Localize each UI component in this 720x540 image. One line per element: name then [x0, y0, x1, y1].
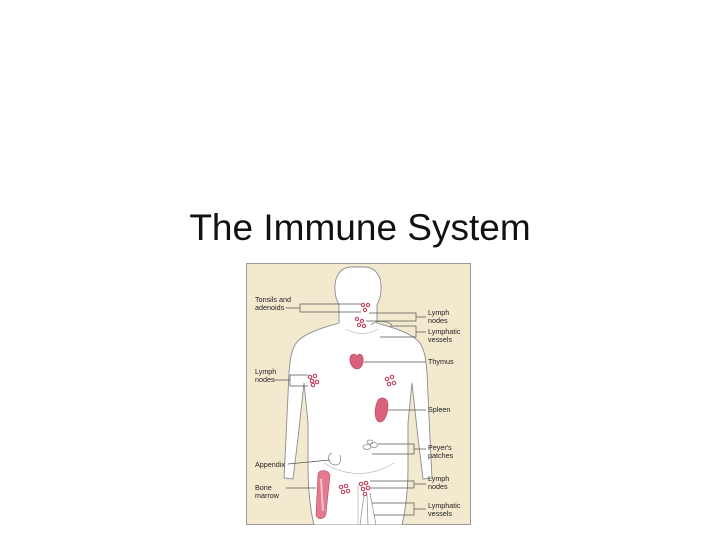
label-lymph-nodes-left-line2: nodes	[255, 375, 275, 384]
label-lymphatic-upper-line2: vessels	[428, 335, 452, 344]
tonsil-nodes	[360, 302, 371, 313]
label-lymph-nodes-upper-line2: nodes	[428, 316, 448, 325]
collarbone-line	[345, 328, 379, 334]
thymus-organ	[349, 353, 364, 370]
label-bone-marrow-line1: Bone	[255, 483, 272, 492]
label-tonsils-line1: Tonsils and	[255, 295, 291, 304]
spleen-organ	[374, 397, 389, 423]
axillary-nodes-left	[307, 373, 320, 388]
label-lymph-nodes-upper-line1: Lymph	[428, 308, 449, 317]
label-spleen: Spleen	[428, 405, 450, 414]
neck-lymph-nodes	[354, 316, 367, 329]
label-lymph-nodes-left-line1: Lymph	[255, 367, 276, 376]
label-lymph-nodes-lower-line1: Lymph	[428, 474, 449, 483]
label-bone-marrow-line2: marrow	[255, 491, 280, 500]
label-thymus: Thymus	[428, 357, 454, 366]
leg-lymphatic-vessels	[359, 492, 377, 525]
label-peyers-line2: patches	[428, 451, 454, 460]
inguinal-nodes-left	[338, 483, 351, 495]
peyers-patches	[362, 439, 378, 450]
inguinal-nodes-right	[358, 480, 371, 497]
immune-system-diagram: Tonsils and adenoids Lymph nodes Appendi…	[246, 263, 471, 525]
label-lymphatic-upper-line1: Lymphatic	[428, 327, 461, 336]
axillary-nodes-right	[384, 374, 397, 387]
slide-title: The Immune System	[189, 207, 531, 248]
label-lymphatic-lower-line1: Lymphatic	[428, 501, 461, 510]
label-appendix: Appendix	[255, 460, 285, 469]
hip-line	[323, 462, 395, 474]
body-silhouette	[283, 266, 433, 525]
label-peyers-line1: Peyer's	[428, 443, 452, 452]
bone-marrow-organ	[315, 470, 331, 519]
appendix-organ	[328, 452, 342, 466]
leader-lines	[274, 303, 426, 516]
label-lymphatic-lower-line2: vessels	[428, 509, 452, 518]
label-lymph-nodes-lower-line2: nodes	[428, 482, 448, 491]
label-tonsils-line2: adenoids	[255, 303, 285, 312]
bone-marrow-core	[320, 478, 324, 512]
